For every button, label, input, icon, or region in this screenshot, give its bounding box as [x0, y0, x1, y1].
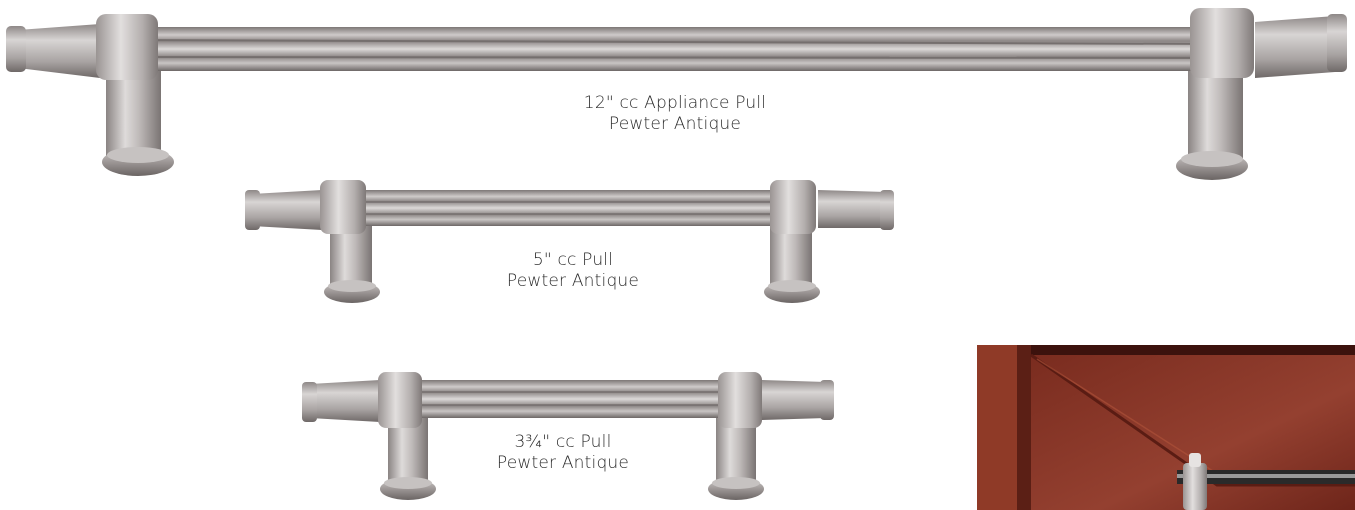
caption-appliance-pull-12: 12" cc Appliance Pull Pewter Antique [560, 93, 790, 134]
product-finish: Pewter Antique [608, 113, 742, 134]
caption-pull-3-3-4: 3¾" cc Pull Pewter Antique [468, 432, 658, 473]
product-finish: Pewter Antique [506, 270, 640, 291]
product-name: 5" cc Pull [532, 250, 614, 270]
appliance-pull-12-image [6, 8, 1347, 180]
product-finish: Pewter Antique [496, 452, 630, 473]
pull-3-3-4-image [302, 372, 834, 500]
cabinet-door-photo [977, 345, 1355, 510]
pull-5-image [245, 180, 894, 303]
product-name: 12" cc Appliance Pull [583, 93, 767, 113]
product-name: 3¾" cc Pull [514, 432, 612, 452]
caption-pull-5: 5" cc Pull Pewter Antique [478, 250, 668, 291]
